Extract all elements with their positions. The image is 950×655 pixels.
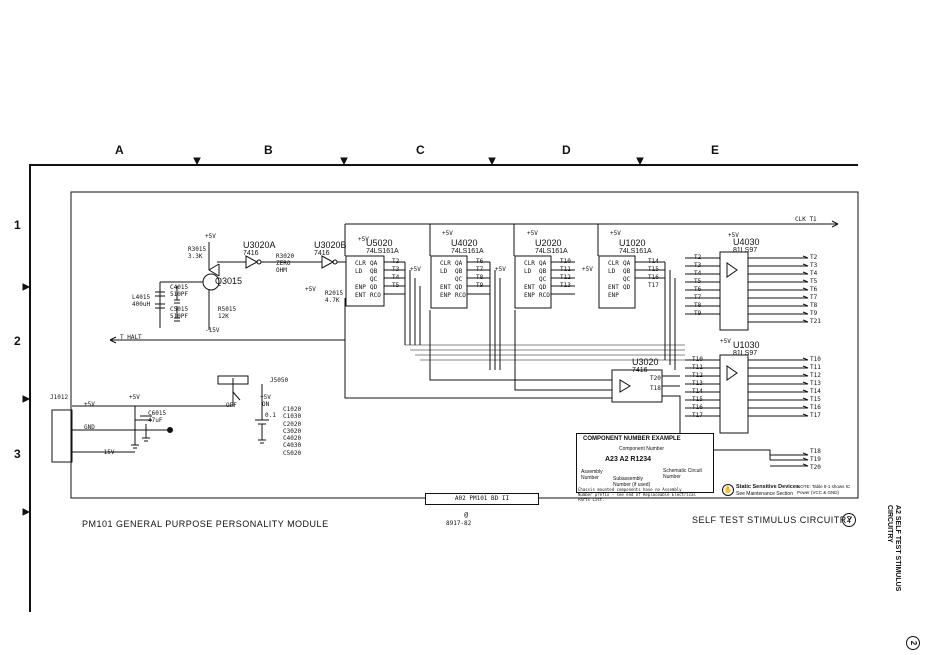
date: 8917-82 [446,520,472,527]
date-mark: @ [464,511,469,519]
u4030-body [719,251,749,331]
plus5-mid2: +5V [495,266,506,273]
static-line1: Static Sensitive Devices [736,484,799,490]
plus5-u1020: +5V [610,230,621,237]
plus5-r2015: +5V [305,286,316,293]
plus5-u5020: +5V [358,236,369,243]
row-3: 3 [14,447,21,461]
j1012-label: J1012 [50,394,69,401]
plus5-q: +5V [205,233,216,240]
plus5-u1030: +5V [720,338,731,345]
clk-label: CLK T1 [795,216,817,223]
plus5-j5050: +5V [260,394,271,401]
j5050-label: J5050 [270,377,289,384]
zone-e: E [711,143,720,157]
plus5-u4030: +5V [728,232,739,239]
off-label: OFF [226,402,237,409]
title-right: SELF TEST STIMULUS CIRCUITRY [692,515,854,525]
u4020-body [430,255,468,309]
zone-d: D [562,143,571,157]
zone-b: B [264,143,273,157]
row-1: 1 [14,218,21,232]
minus15-conn: -15V [100,449,115,456]
u2020-body [514,255,552,309]
side-circle: 2 [906,636,920,650]
u1030-body [719,354,749,434]
outer-frame [29,164,858,612]
static-sensitive-icon: ✋ [722,484,734,496]
plus5-mid1: +5V [410,266,421,273]
gnd-conn: GND [84,424,95,431]
static-line2: See Maintenance Section [736,491,793,497]
c-val-label: 0.1 [265,412,276,419]
plus5-conn: +5V [84,401,95,408]
component-note: Chassis mounted components have no Assem… [578,487,697,502]
title-left: PM101 GENERAL PURPOSE PERSONALITY MODULE [82,519,329,529]
zone-c: C [416,143,425,157]
u5020-body [345,255,385,307]
plus5-mid3: +5V [582,266,593,273]
on-label: ON [262,401,270,408]
j1012-body [51,409,73,463]
plus5-c6015: +5V [129,394,140,401]
plus5-u2020: +5V [527,230,538,237]
component-number-example: COMPONENT NUMBER EXAMPLE Component Numbe… [576,433,714,493]
row-2: 2 [14,334,21,348]
q3015-label: Q3015 [215,276,243,286]
u1020-body [598,255,636,309]
sheet-id: A02 PM101 BD II [425,493,539,505]
title-right-circle: 2 [842,513,856,527]
plus5-u4020: +5V [442,230,453,237]
halt-label: T HALT [120,334,142,341]
minus15-q: -15V [205,327,220,334]
zone-a: A [115,143,124,157]
